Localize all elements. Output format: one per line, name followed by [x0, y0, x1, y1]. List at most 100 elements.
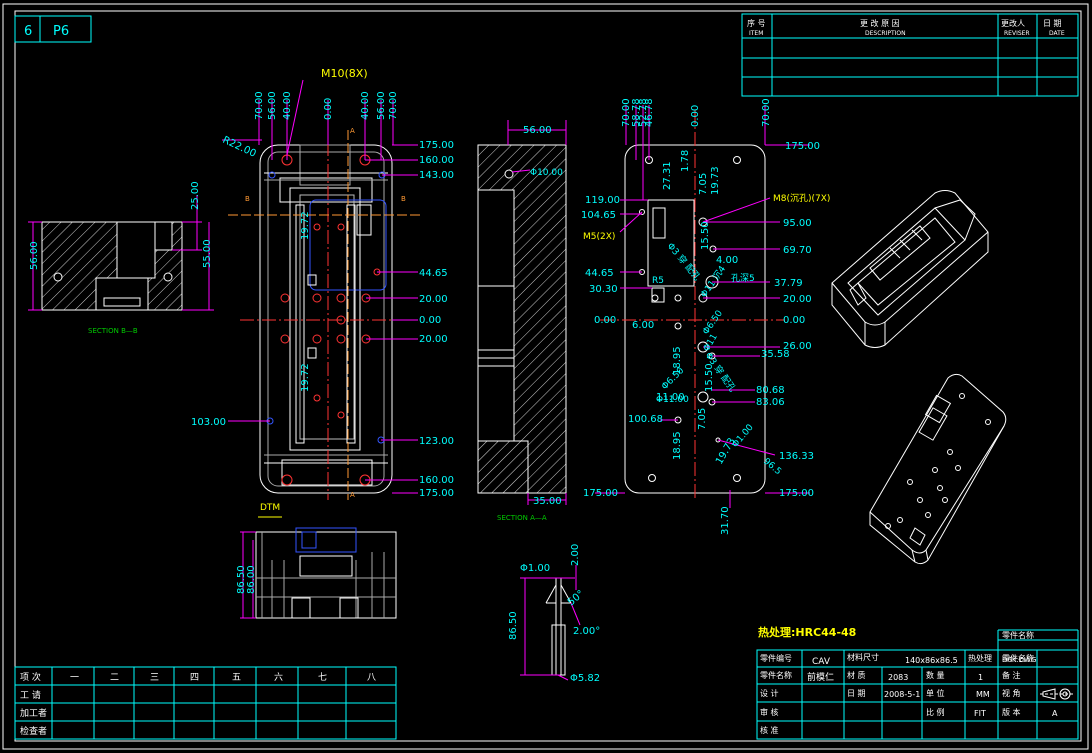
- back-right-dims: 95.0069.7037.7920.000.0026.0035.5880.688…: [756, 218, 814, 499]
- front-inner-dim-1: 19.72: [300, 211, 311, 240]
- front-right-dim: 175.00: [419, 140, 454, 151]
- section-aa-view: [477, 120, 567, 505]
- tb-part-name-label-top: 零件名称: [1002, 630, 1034, 640]
- back-hole-note: Φ11.00: [656, 395, 689, 405]
- inspection-col-label: 五: [232, 673, 241, 683]
- back-right-dim: 35.58: [761, 349, 790, 360]
- outer-border: [2, 3, 1089, 750]
- inner-border: [14, 10, 1082, 742]
- back-left-dim: 104.65: [581, 210, 616, 221]
- back-label-m5: M5(2X): [583, 232, 615, 242]
- tb-date-label: 日 期: [847, 689, 866, 698]
- back-right-dim: 83.06: [756, 397, 785, 408]
- rev-header-item: 序 号: [747, 18, 766, 28]
- back-top-dim: 52.78: [638, 98, 649, 127]
- pin-dim-angle: 50°: [566, 588, 587, 608]
- back-view: [595, 105, 810, 508]
- rev-header-desc: 更 改 原 因: [860, 18, 900, 28]
- pin-view: [520, 565, 581, 681]
- tb-unit-label: 单 位: [926, 688, 945, 698]
- inspection-col-label: 六: [274, 671, 283, 683]
- tb-projection-label: 视 角: [1002, 688, 1021, 698]
- inspection-table: [14, 666, 397, 740]
- sheet-number: 6: [24, 24, 32, 39]
- inspection-row-label: 项 次: [20, 671, 41, 683]
- inspection-col-label: 七: [318, 672, 327, 683]
- pin-dim-taper: 2.00°: [573, 626, 600, 637]
- front-b-marker-left: B: [245, 195, 250, 203]
- tb-size-value: 140x86x86.5: [905, 656, 958, 665]
- tb-material-value: 2083: [888, 673, 908, 682]
- back-inner-dim: 31.70: [720, 506, 731, 535]
- back-inner-dim: 4.00: [716, 255, 738, 266]
- front-a-marker-bottom: A: [350, 491, 355, 499]
- back-left-dim: 30.30: [589, 284, 618, 295]
- inspection-col-label: 一: [70, 673, 79, 683]
- back-right-dim: 175.00: [779, 488, 814, 499]
- rev-sub-item: ITEM: [749, 30, 763, 37]
- isometric-view-top: [831, 190, 989, 348]
- front-top-dim: 0.00: [323, 98, 334, 120]
- pin-dim-dia1: Φ1.00: [520, 563, 550, 574]
- tb-review-label: 审 核: [760, 707, 779, 717]
- inspection-row-label: 工 请: [20, 689, 41, 701]
- back-inner-dim: 15.50: [700, 221, 711, 250]
- back-right-dim: 69.70: [783, 245, 812, 256]
- front-right-dim: 160.00: [419, 475, 454, 486]
- back-right-dim: 95.00: [783, 218, 812, 229]
- back-hole-note: Φ3 穿 配孔: [665, 240, 703, 283]
- sheet-number-box: 6 P6: [14, 15, 92, 43]
- section-aa-dim-bottom: 35.00: [533, 496, 562, 507]
- isometric-view-bottom: [869, 373, 1007, 565]
- tb-material-label: 材 质: [847, 670, 866, 680]
- rev-sub-date: DATE: [1049, 30, 1065, 37]
- back-inner-dim: 7.05: [698, 173, 709, 195]
- front-right-dim: 0.00: [419, 315, 441, 326]
- section-bb-dim-2: 25.00: [190, 181, 201, 210]
- front-callout-m10: M10(8X): [321, 67, 368, 80]
- front-top-dim: 40.00: [360, 91, 371, 120]
- tb-qty-label: 数 量: [926, 670, 945, 680]
- sheet-code: P6: [53, 24, 69, 39]
- back-inner-dim: 15.50: [704, 363, 715, 392]
- rev-header-reviser: 更改人: [1001, 18, 1025, 28]
- back-right-dim: 37.79: [774, 278, 803, 289]
- side-dim-2: 86.00: [246, 565, 257, 594]
- front-inner-dim-2: 19.72: [300, 363, 311, 392]
- tb-unit-value: MM: [976, 690, 990, 699]
- section-bb-dim-1: 56.00: [29, 241, 40, 270]
- front-right-dim: 44.65: [419, 268, 448, 279]
- back-top-dim: 58.78: [631, 98, 642, 127]
- pin-dim-dia2: Φ5.82: [570, 673, 600, 684]
- back-inner-dim: 1.78: [680, 150, 691, 172]
- front-top-dim: 40.00: [282, 91, 293, 120]
- back-inner-dim: 6.00: [632, 320, 654, 331]
- hardness-note: 热处理:HRC44-48: [758, 625, 856, 639]
- front-b-marker-right: B: [401, 195, 406, 203]
- back-left-dim: 119.00: [585, 195, 620, 206]
- back-right-dim: 20.00: [783, 294, 812, 305]
- back-callout-m8: M8(沉孔)(7X): [773, 193, 830, 204]
- front-top-dim: 70.00: [388, 91, 399, 120]
- side-dim-1: 86.50: [236, 565, 247, 594]
- front-radius: R22.00: [221, 135, 258, 160]
- back-hole-note: 孔深5: [731, 273, 755, 284]
- inspection-col-label: 三: [150, 673, 159, 683]
- back-left-dim: 44.65: [585, 268, 614, 279]
- front-right-dim: 143.00: [419, 170, 454, 181]
- rev-header-date: 日 期: [1043, 19, 1062, 28]
- inspection-row-label: 加工者: [20, 708, 47, 719]
- tb-heat-label: 热处理: [968, 653, 992, 663]
- side-view: [240, 527, 397, 619]
- back-hole-note: Φ1.00: [731, 423, 756, 450]
- section-aa-label: SECTION A—A: [497, 514, 547, 522]
- back-inner-dim: 7.05: [697, 408, 708, 430]
- inspection-col-label: 八: [367, 673, 376, 683]
- inspection-col-label: 二: [110, 673, 119, 683]
- back-top-dim: 70.00: [761, 98, 772, 127]
- inspection-labels: 项 次工 请加工者检查者一二三四五六七八: [20, 671, 376, 737]
- back-right-dim: 80.68: [756, 385, 785, 396]
